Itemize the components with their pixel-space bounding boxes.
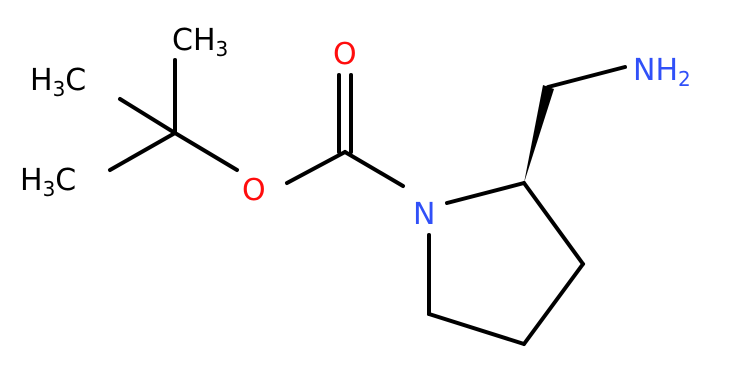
atom-label-o-carbonyl: O bbox=[333, 37, 357, 72]
atom-label-nh2: NH2 bbox=[633, 53, 691, 91]
ch3-left2-sub: 3 bbox=[43, 177, 56, 201]
ch3-left2-tail: C bbox=[55, 163, 76, 198]
atom-label-o-ester: O bbox=[242, 173, 266, 208]
nh2-main: NH bbox=[633, 53, 678, 88]
atom-label-n-ring: N bbox=[413, 197, 435, 232]
bond-carbonyl-c-n bbox=[343, 150, 405, 188]
bond-c3-c4 bbox=[522, 262, 585, 346]
wedge-bond-c2-ch2 bbox=[524, 85, 554, 183]
bond-cq-o-ester bbox=[173, 131, 239, 172]
ch3-left2-main: H bbox=[20, 163, 43, 198]
nh2-sub: 2 bbox=[678, 67, 691, 91]
ch3-top-sub: 3 bbox=[216, 37, 229, 61]
bonds bbox=[108, 58, 627, 346]
atom-label-ch3-left2: H3C bbox=[20, 163, 76, 201]
atom-label-ch3-left1: H3C bbox=[30, 63, 86, 101]
bond-c2-c3 bbox=[522, 181, 585, 266]
bond-n-c2 bbox=[445, 181, 526, 205]
ch3-left1-main: H bbox=[30, 63, 53, 98]
bond-c4-c5 bbox=[427, 312, 526, 346]
ch3-top-main: CH bbox=[172, 23, 216, 58]
bond-cq-ch3left2 bbox=[108, 131, 177, 172]
ch3-left1-tail: C bbox=[65, 63, 86, 98]
atom-label-ch3-top: CH3 bbox=[172, 23, 228, 61]
bond-o-ester-carbonyl-c bbox=[285, 150, 347, 185]
ch3-left1-sub: 3 bbox=[53, 77, 66, 101]
atom-labels: CH3 H3C H3C O O N NH2 bbox=[20, 23, 691, 232]
bond-cq-ch3left1 bbox=[118, 97, 177, 135]
bond-ch2-nh2 bbox=[546, 65, 627, 89]
